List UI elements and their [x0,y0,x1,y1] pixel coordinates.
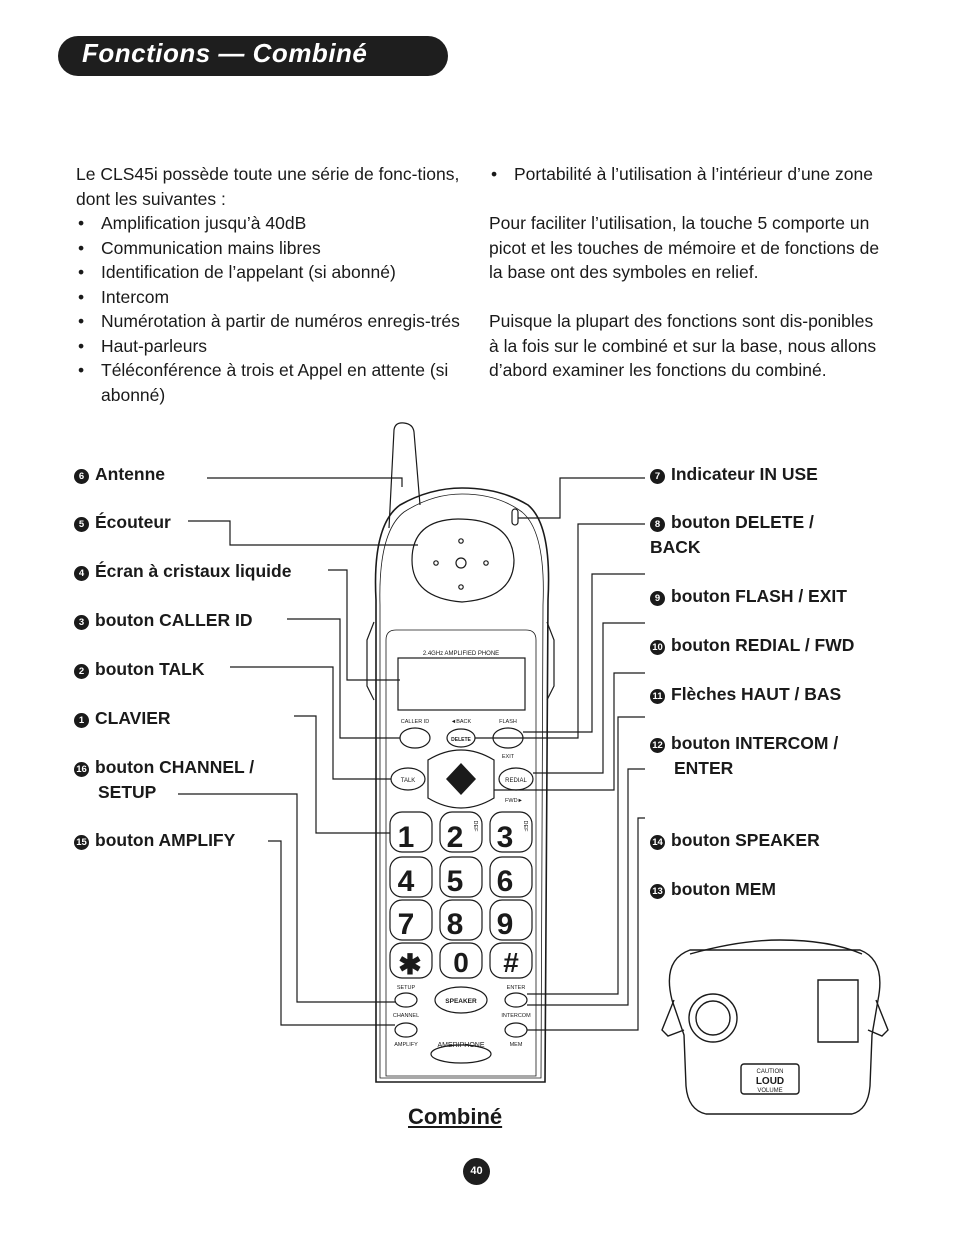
redial-label: REDIAL [505,778,527,784]
mem-label: MEM [510,1042,523,1048]
key-3: 3 [497,821,514,854]
flash-label: FLASH [499,719,517,725]
brand-label: AMERIPHONE [437,1042,484,1049]
screen-label: 2.4GHz AMPLIFIED PHONE [423,651,499,657]
caution-label [740,1063,800,1095]
key-6: 6 [497,865,514,898]
key-2: 2 [447,821,464,854]
key-letters-3: DEF [522,821,528,833]
caution-text: CAUTION [757,1069,784,1075]
base-station [661,939,889,1115]
mem-button [504,1022,528,1038]
title-banner: Fonctions — Combiné [58,36,448,76]
caller-id-label: CALLER ID [401,719,429,725]
key-0: 0 [453,947,469,978]
key-4: 4 [398,865,415,898]
channel-label: CHANNEL [393,1013,419,1019]
keypad [389,811,533,979]
key-5: 5 [447,865,464,898]
speaker-label: SPEAKER [445,998,477,1005]
in-use-indicator [511,508,519,526]
feature-item: Identification de l’appelant (si abonné) [76,260,468,285]
key-1: 1 [398,821,415,854]
page-number: 40 [463,1158,490,1185]
paragraph: Pour faciliter l’utilisation, la touche … [489,213,880,282]
right-column: Portabilité à l’utilisation à l’intérieu… [489,162,884,383]
feature-item: Numérotation à partir de numéros enregis… [76,309,468,334]
paragraph: Puisque la plupart des fonctions sont di… [489,311,877,380]
enter-label: ENTER [507,985,526,991]
feature-list-cont: Portabilité à l’utilisation à l’intérieu… [489,162,884,187]
key-hash: # [503,947,519,978]
setup-label: SETUP [397,985,416,991]
caller-id-button [399,727,431,749]
feature-item: Portabilité à l’utilisation à l’intérieu… [489,162,884,187]
volume-text: VOLUME [757,1088,782,1094]
feature-item: Haut-parleurs [76,334,468,359]
feature-list: Amplification jusqu’à 40dB Communication… [76,211,468,407]
earpiece [411,518,515,603]
fwd-label: FWD► [505,798,523,804]
key-star: ✱ [398,949,421,980]
figure-caption: Combiné [408,1104,503,1129]
exit-label: EXIT [502,754,515,760]
left-column: Le CLS45i possède toute une série de fon… [76,162,468,407]
brand-plate [430,1044,492,1064]
feature-item: Communication mains libres [76,236,468,261]
amplify-label: AMPLIFY [394,1042,418,1048]
speaker-button [434,986,488,1014]
key-9: 9 [497,908,514,941]
amplify-button [394,1022,418,1038]
intro-text: Le CLS45i possède toute une série de fon… [76,164,460,209]
key-7: 7 [398,908,415,941]
page-title: Fonctions — Combiné [82,38,368,68]
key-letters-2: DEF [472,821,478,833]
talk-label: TALK [401,778,416,784]
loud-text: LOUD [756,1076,784,1087]
feature-item: Amplification jusqu’à 40dB [76,211,468,236]
feature-item: Intercom [76,285,468,310]
handset-body [374,487,550,1083]
delete-label: DELETE [451,737,471,743]
feature-item: Téléconférence à trois et Appel en atten… [76,358,468,407]
antenna [388,422,421,529]
nav-pad [427,749,495,809]
back-label: ◄BACK [451,719,472,725]
enter-button [504,992,528,1008]
lcd-screen [397,657,526,711]
key-8: 8 [447,908,464,941]
intercom-label: INTERCOM [501,1013,531,1019]
setup-button [394,992,418,1008]
